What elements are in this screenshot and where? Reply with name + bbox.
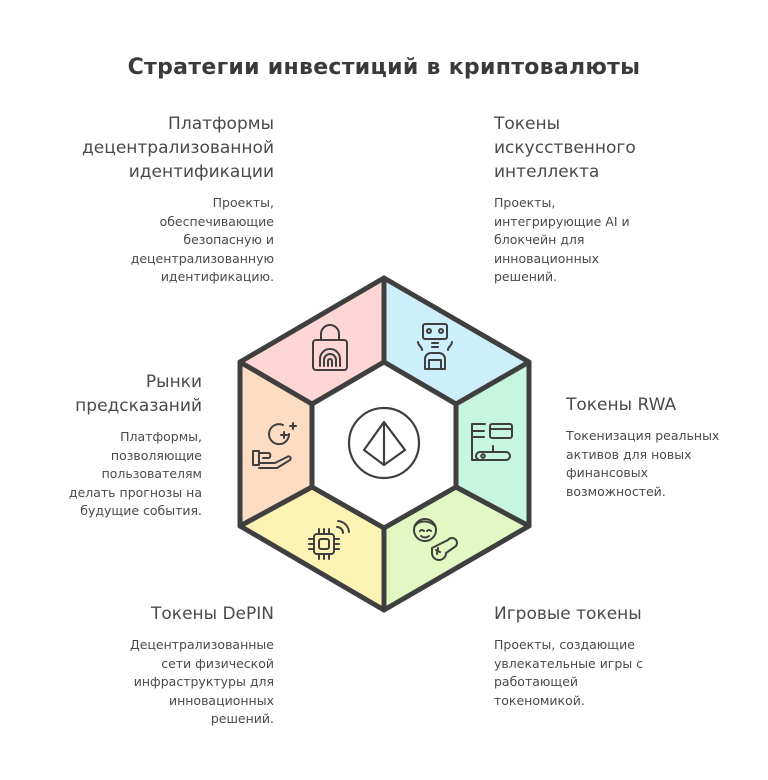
- page-title: Стратегии инвестиций в криптовалюты: [127, 55, 641, 80]
- cards-asset-icon: [471, 423, 513, 461]
- description-line: Проекты,: [494, 195, 556, 210]
- segment-heading: Рынки предсказаний: [2, 370, 202, 418]
- segment-heading: Токены RWA: [566, 393, 766, 417]
- heading-line: Платформы: [168, 114, 274, 134]
- description-line: возможностей.: [566, 483, 666, 499]
- description-line: Токенизация реальных: [566, 428, 720, 443]
- description-line: делать прогнозы на: [68, 484, 202, 500]
- description-line: блокчейн для: [494, 232, 585, 247]
- fingerprint-lock-icon: [312, 324, 348, 371]
- segment-ai-label: Токены искусственного интеллекта Проекты…: [494, 112, 754, 287]
- segment-ai: [384, 278, 529, 404]
- heading-line: интеллекта: [494, 162, 600, 182]
- segment-rwa: [456, 362, 529, 526]
- description-line: безопасную и: [183, 232, 274, 247]
- description-line: Проекты, создающие: [494, 637, 635, 652]
- segment-description: Децентрализованные сети физической инфра…: [14, 636, 274, 729]
- description-line: увлекательные игры с: [494, 655, 644, 671]
- segment-description: Проекты, интегрирующие AI и блокчейн для…: [494, 194, 754, 287]
- segment-description: Проекты, обеспечивающие безопасную и дец…: [14, 194, 274, 287]
- gamer-controller-icon: [413, 518, 458, 561]
- description-line: обеспечивающие: [159, 213, 274, 229]
- segment-heading: Токены DePIN: [14, 602, 274, 626]
- description-line: токеномикой.: [494, 692, 585, 708]
- segment-heading: Токены искусственного интеллекта: [494, 112, 754, 184]
- segment-gaming-label: Игровые токены Проекты, создающие увлека…: [494, 602, 754, 710]
- segment-identity-label: Платформы децентрализованной идентификац…: [14, 112, 274, 287]
- description-line: интегрирующие AI и: [494, 213, 630, 229]
- heading-line: Игровые токены: [494, 604, 642, 624]
- description-line: финансовых: [566, 465, 648, 480]
- description-line: инновационных: [168, 692, 274, 708]
- description-line: решений.: [210, 711, 274, 726]
- robot-icon: [417, 323, 453, 370]
- segment-description: Токенизация реальных активов для новых ф…: [566, 427, 766, 501]
- description-line: Проекты,: [212, 195, 274, 210]
- heading-line: децентрализованной: [82, 138, 274, 158]
- description-line: идентификацию.: [160, 269, 274, 284]
- heading-line: Токены: [494, 114, 561, 134]
- heading-line: искусственного: [494, 138, 636, 158]
- segment-depin-label: Токены DePIN Децентрализованные сети физ…: [14, 602, 274, 729]
- segment-rwa-label: Токены RWA Токенизация реальных активов …: [566, 393, 766, 501]
- segment-heading: Игровые токены: [494, 602, 754, 626]
- segment-prediction-label: Рынки предсказаний Платформы, позволяющи…: [2, 370, 202, 521]
- description-line: будущие события.: [80, 503, 202, 518]
- description-line: инфраструктуры для: [133, 674, 274, 689]
- segment-description: Платформы, позволяющие пользователям дел…: [2, 428, 202, 521]
- heading-line: Токены DePIN: [151, 604, 274, 624]
- segment-identity: [240, 278, 384, 404]
- description-line: позволяющие: [110, 447, 202, 463]
- chip-wireless-icon: [308, 520, 350, 560]
- description-line: децентрализованную: [130, 250, 274, 266]
- description-line: Платформы,: [120, 429, 202, 444]
- segment-description: Проекты, создающие увлекательные игры с …: [494, 636, 754, 710]
- description-line: сети физической: [161, 655, 274, 671]
- crypto-diamond-icon: [347, 406, 421, 480]
- segment-gaming: [384, 487, 529, 610]
- description-line: активов для новых: [566, 446, 692, 462]
- segment-heading: Платформы децентрализованной идентификац…: [14, 112, 274, 184]
- heading-line: идентификации: [128, 162, 274, 182]
- heading-line: Токены RWA: [566, 395, 677, 415]
- description-line: инновационных: [494, 250, 600, 266]
- description-line: решений.: [494, 269, 558, 284]
- heading-line: предсказаний: [75, 396, 202, 416]
- heading-line: Рынки: [145, 372, 202, 392]
- description-line: работающей: [494, 674, 579, 689]
- hand-coin-icon: [252, 422, 297, 469]
- description-line: Децентрализованные: [129, 637, 274, 652]
- description-line: пользователям: [101, 466, 202, 481]
